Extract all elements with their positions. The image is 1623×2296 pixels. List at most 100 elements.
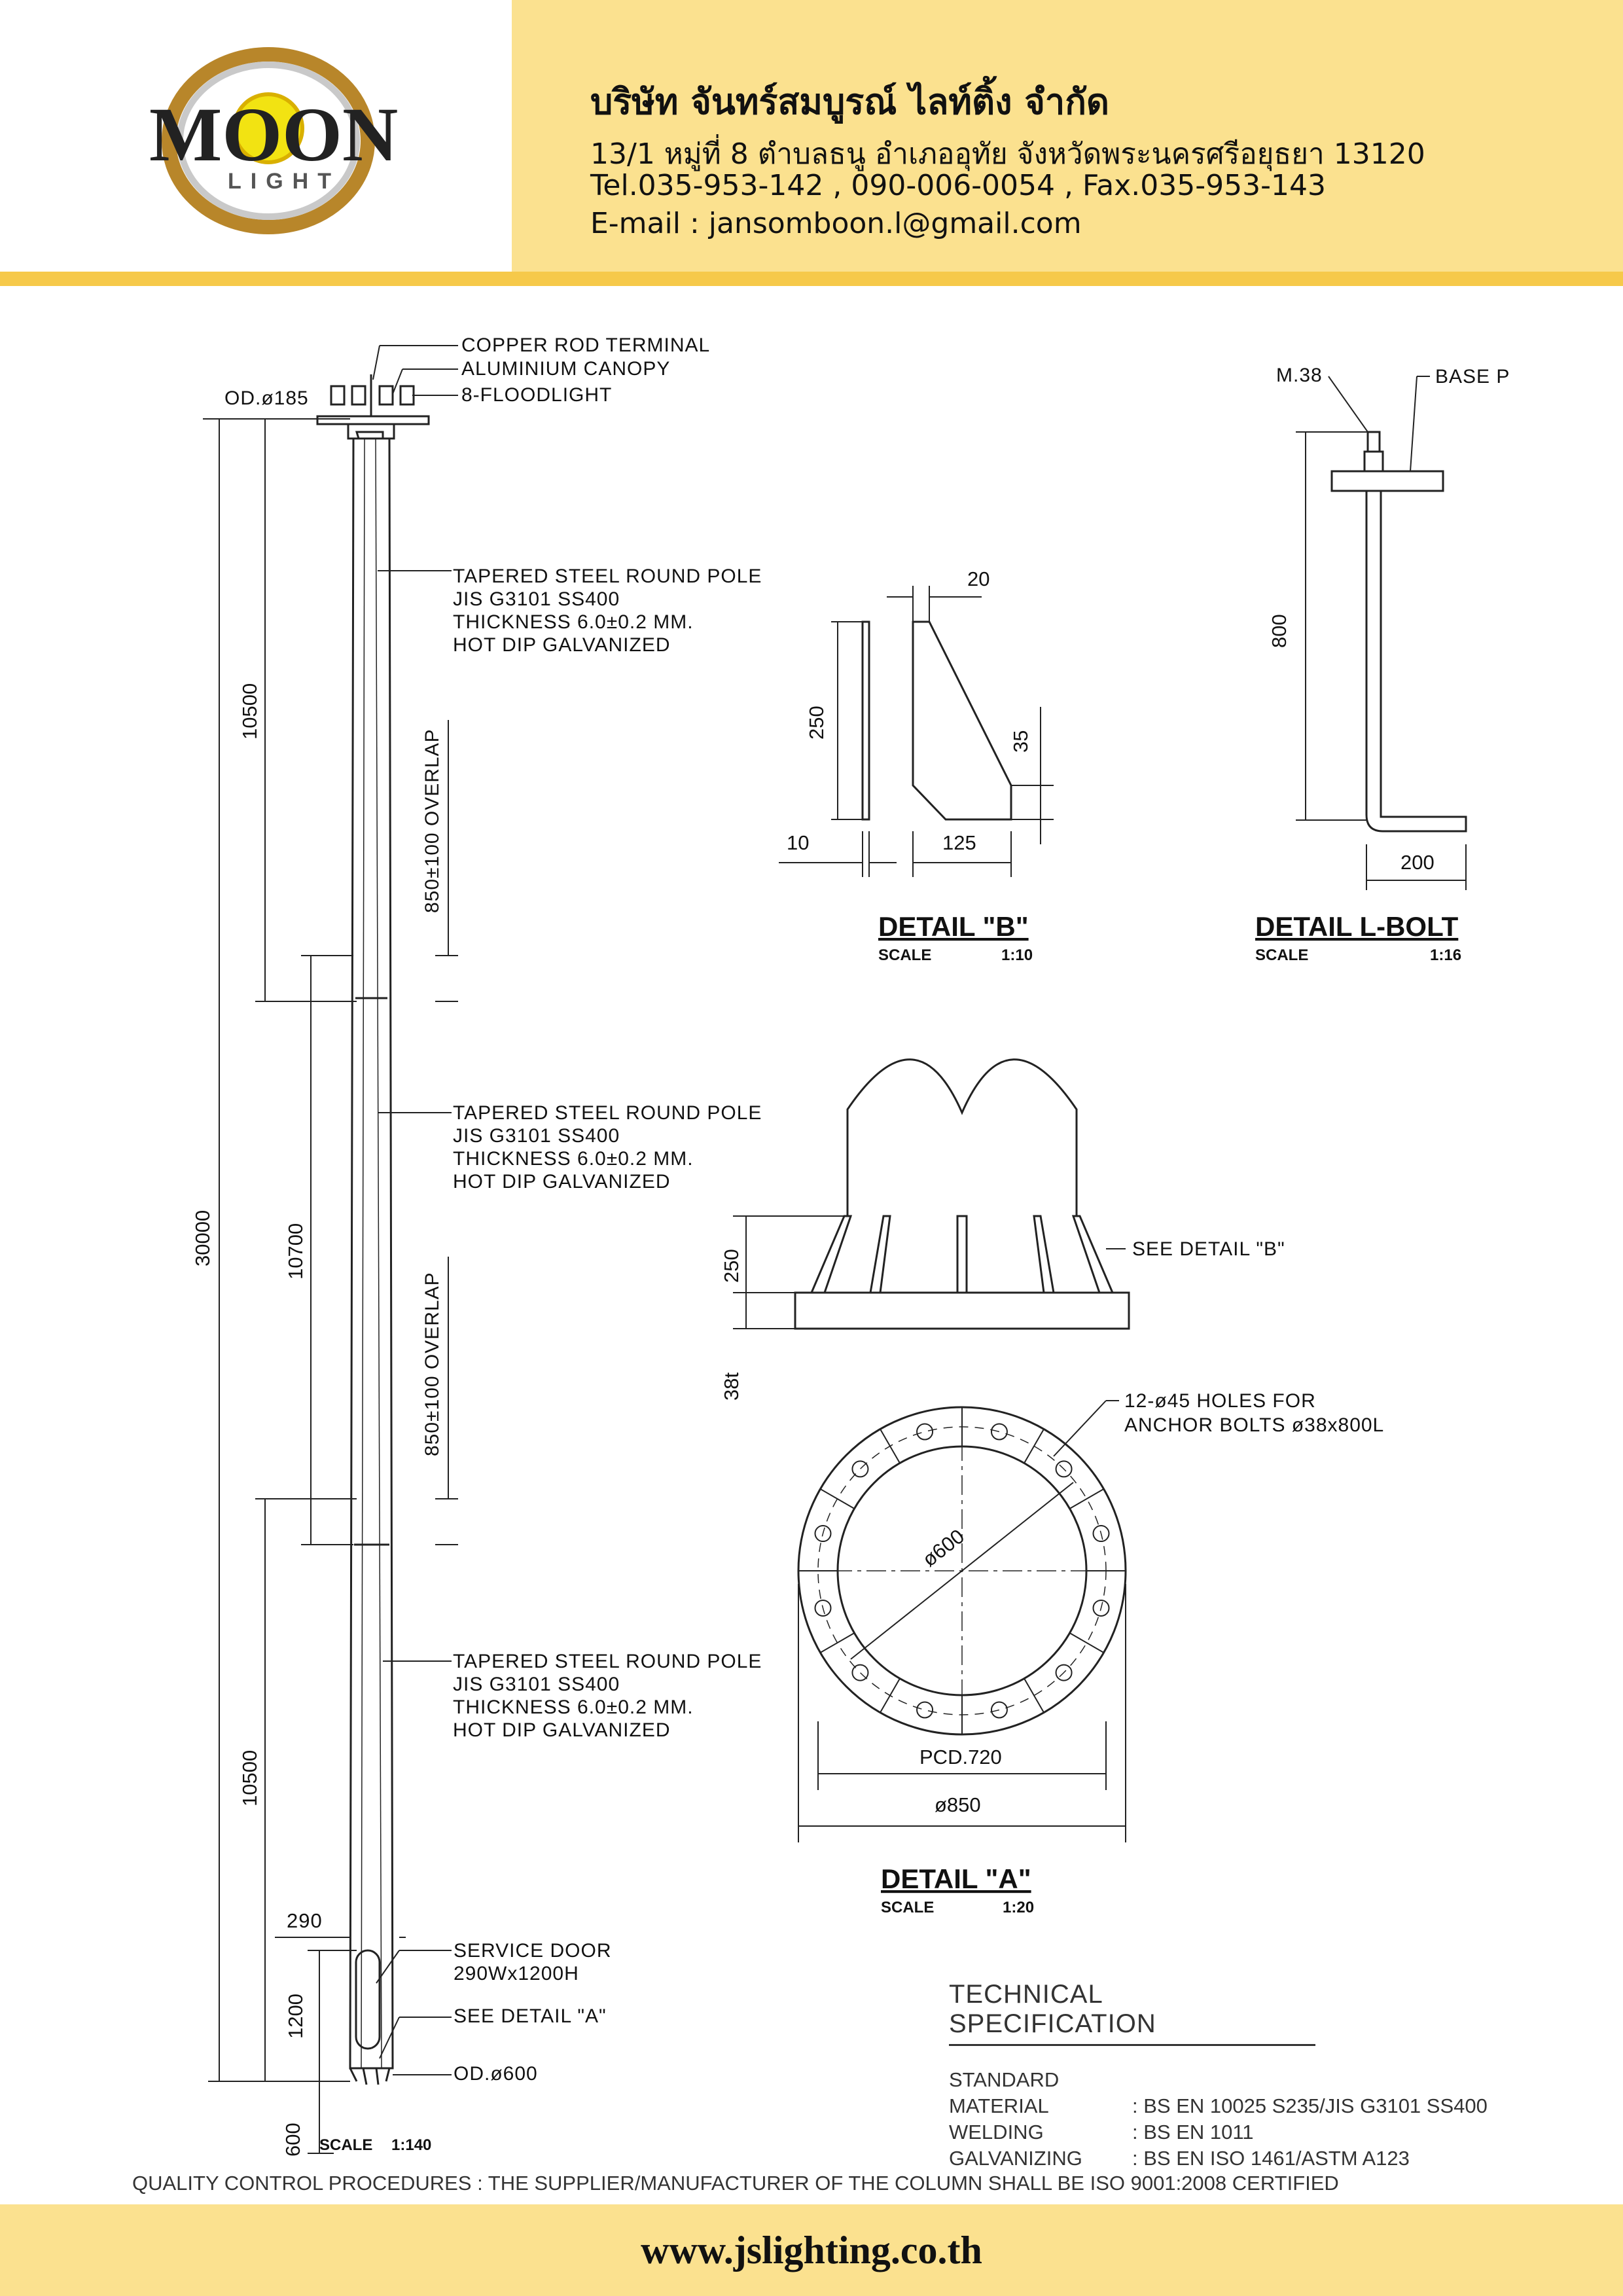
header-stripe	[0, 272, 1623, 286]
dim-foundation: 600	[281, 2123, 304, 2157]
lbolt-thread: M.38	[1276, 365, 1323, 386]
lbolt-scale-label: SCALE	[1255, 946, 1308, 964]
company-info-panel	[512, 0, 1623, 272]
detail-a-holes-line2: ANCHOR BOLTS ø38x800L	[1124, 1414, 1384, 1436]
detail-b-scale-value: 1:10	[1001, 946, 1033, 964]
anchor-bolt-hole	[1055, 1664, 1073, 1681]
lbolt-title: DETAIL L-BOLT	[1255, 911, 1459, 942]
detail-a-see-detail-b: SEE DETAIL "B"	[1132, 1238, 1285, 1260]
detail-a-plan	[797, 1400, 1127, 1842]
spec-value: : BS EN ISO 1461/ASTM A123	[1132, 2147, 1410, 2170]
detail-b-title: DETAIL "B"	[878, 911, 1029, 942]
detail-b-dim-height: 250	[805, 706, 828, 740]
canopy	[316, 415, 430, 425]
base-rib	[1069, 1488, 1105, 1509]
section1-line4: HOT DIP GALVANIZED	[453, 634, 671, 656]
dim-top-section: 10500	[238, 683, 261, 740]
company-name: บริษัท จันทร์สมบูรณ์ ไลท์ติ้ง จำกัด	[590, 81, 1109, 122]
dim-bottom-section: 10500	[238, 1750, 261, 1806]
svg-text:LIGHT: LIGHT	[228, 169, 340, 194]
label-service-door-size: 290Wx1200H	[454, 1963, 579, 1984]
label-see-detail-a: SEE DETAIL "A"	[454, 2005, 607, 2027]
anchor-bolt-hole	[1092, 1525, 1110, 1543]
section1-line3: THICKNESS 6.0±0.2 MM.	[453, 611, 694, 633]
technical-drawing: COPPER ROD TERMINAL ALUMINIUM CANOPY 8-F…	[191, 334, 1510, 2157]
detail-a-scale-value: 1:20	[1003, 1899, 1034, 1916]
section2-line4: HOT DIP GALVANIZED	[453, 1171, 671, 1193]
spec-key: WELDING	[949, 2121, 1044, 2144]
base-rib	[880, 1678, 901, 1713]
service-door	[355, 1949, 381, 2050]
anchor-bolt-hole	[851, 1460, 869, 1478]
detail-a-pcd: PCD.720	[919, 1746, 1002, 1768]
spec-title: TECHNICAL SPECIFICATION	[949, 1980, 1315, 2046]
technical-specification: TECHNICAL SPECIFICATION STANDARD MATERIA…	[949, 1980, 1488, 2173]
lbolt-length: 800	[1268, 614, 1291, 648]
dim-door-height: 1200	[284, 1994, 307, 2039]
detail-a-scale-label: SCALE	[881, 1899, 934, 1916]
label-base-od: OD.ø600	[454, 2063, 538, 2085]
label-floodlight: 8-FLOODLIGHT	[461, 384, 612, 406]
base-rib	[1024, 1678, 1044, 1713]
detail-b-dim-width: 125	[942, 831, 976, 854]
label-overlap-bottom: 850±100 OVERLAP	[421, 1272, 443, 1456]
detail-a-inner-dia: ø600	[918, 1524, 969, 1571]
dim-door-width: 290	[287, 1909, 323, 1932]
label-aluminium-canopy: ALUMINIUM CANOPY	[461, 358, 670, 380]
pole-scale-label: SCALE	[319, 2136, 372, 2154]
detail-b-scale-label: SCALE	[878, 946, 931, 964]
pole-scale-value: 1:140	[391, 2136, 431, 2154]
website-link[interactable]: www.jslighting.co.th	[641, 2229, 982, 2272]
label-copper-rod: COPPER ROD TERMINAL	[461, 334, 710, 356]
company-phone: Tel.035-953-142 , 090-006-0054 , Fax.035…	[590, 169, 1326, 202]
lbolt-base-label: BASE P	[1435, 366, 1510, 387]
spec-row: MATERIAL : BS EN 10025 S235/JIS G3101 SS4…	[949, 2094, 1488, 2121]
logo-panel: MOON LIGHT	[0, 0, 512, 272]
spec-key: STANDARD	[949, 2068, 1060, 2091]
page-header: MOON LIGHT บริษัท จันทร์สมบูรณ์ ไลท์ติ้ง…	[0, 0, 1623, 286]
detail-b-dim-top: 20	[967, 567, 990, 590]
section3-line2: JIS G3101 SS400	[453, 1674, 620, 1695]
base-rib	[1069, 1632, 1105, 1653]
section2-line1: TAPERED STEEL ROUND POLE	[453, 1102, 762, 1124]
section1-line2: JIS G3101 SS400	[453, 588, 620, 610]
detail-a-elevation	[733, 1058, 1130, 1330]
dim-total-height: 30000	[191, 1210, 214, 1266]
detail-b-dim-chamfer: 35	[1009, 730, 1032, 753]
spec-row: GALVANIZING : BS EN ISO 1461/ASTM A123	[949, 2147, 1488, 2173]
anchor-bolt-hole	[990, 1701, 1008, 1719]
anchor-bolt-hole	[814, 1525, 832, 1543]
section3-line1: TAPERED STEEL ROUND POLE	[453, 1651, 762, 1672]
anchor-bolt-hole	[1092, 1599, 1110, 1617]
company-address: 13/1 หมู่ที่ 8 ตำบลธนู อำเภออุทัย จังหวั…	[590, 137, 1425, 171]
section1-line1: TAPERED STEEL ROUND POLE	[453, 565, 762, 587]
anchor-bolt-hole	[1055, 1460, 1073, 1478]
base-rib	[819, 1488, 855, 1509]
spec-value: : BS EN 10025 S235/JIS G3101 SS400	[1132, 2094, 1488, 2117]
anchor-bolt-hole	[851, 1664, 869, 1681]
detail-a-outer-dia: ø850	[935, 1793, 981, 1816]
detail-a-title: DETAIL "A"	[881, 1863, 1031, 1894]
base-rib	[1024, 1428, 1044, 1463]
pole-outline	[349, 431, 394, 2070]
spec-key: MATERIAL	[949, 2094, 1049, 2117]
spec-row: STANDARD	[949, 2068, 1488, 2094]
section3-line3: THICKNESS 6.0±0.2 MM.	[453, 1696, 694, 1718]
section3-line4: HOT DIP GALVANIZED	[453, 1719, 671, 1741]
spec-key: GALVANIZING	[949, 2147, 1082, 2170]
anchor-bolt-hole	[916, 1701, 934, 1719]
detail-b-dim-thickness: 10	[787, 831, 809, 854]
anchor-bolt-hole	[814, 1599, 832, 1617]
anchor-bolt-hole	[990, 1423, 1008, 1441]
section2-line3: THICKNESS 6.0±0.2 MM.	[453, 1148, 694, 1170]
detail-a-rib-height: 250	[720, 1249, 743, 1283]
detail-a-holes-line1: 12-ø45 HOLES FOR	[1124, 1390, 1316, 1412]
anchor-bolt-hole	[916, 1423, 934, 1441]
base-rib	[880, 1428, 901, 1463]
section2-line2: JIS G3101 SS400	[453, 1125, 620, 1147]
company-email[interactable]: E-mail : jansomboon.l@gmail.com	[590, 207, 1082, 240]
spec-value: : BS EN 1011	[1132, 2121, 1254, 2144]
label-service-door: SERVICE DOOR	[454, 1940, 612, 1962]
quality-control-note: QUALITY CONTROL PROCEDURES : THE SUPPLIE…	[132, 2172, 1339, 2195]
lbolt-scale-value: 1:16	[1430, 946, 1461, 964]
